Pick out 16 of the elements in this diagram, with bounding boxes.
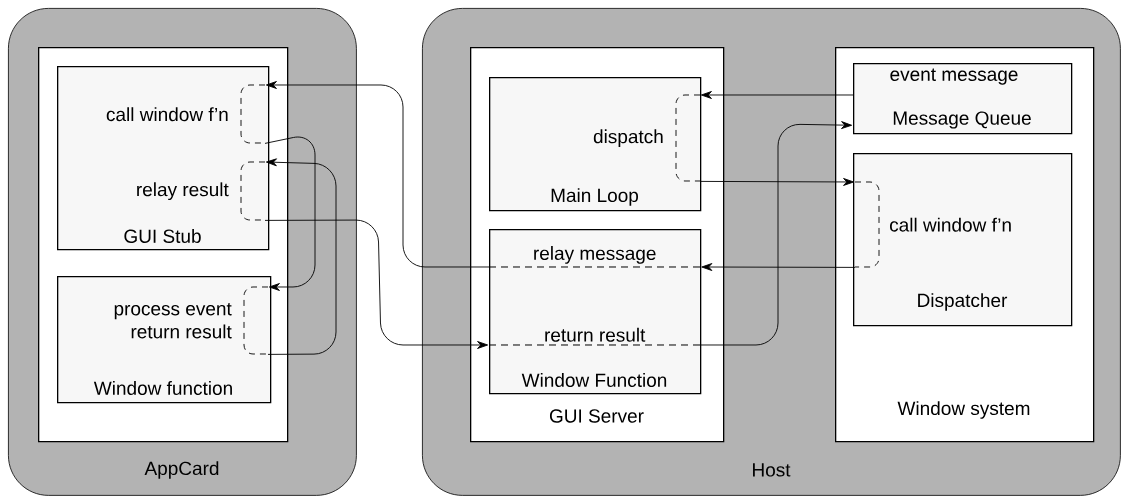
dashed-step: relay message xyxy=(488,246,701,268)
bracketed-step: call window f’n xyxy=(106,84,266,144)
arrow xyxy=(265,81,490,268)
arrow xyxy=(264,219,489,349)
bracketed-step: process event return result xyxy=(114,286,269,355)
arrow xyxy=(700,91,854,99)
bracketed-step: dispatch xyxy=(593,94,701,182)
module-box: event message Message Queue xyxy=(853,63,1073,135)
arrow xyxy=(699,121,853,346)
bracketed-step: relay result xyxy=(137,161,266,221)
arrow xyxy=(265,158,337,355)
arrow xyxy=(264,136,316,291)
arrow xyxy=(699,178,855,186)
arrow xyxy=(701,263,856,271)
dashed-step: return result xyxy=(488,327,701,346)
bracketed-step: call window f’n xyxy=(854,181,1011,268)
